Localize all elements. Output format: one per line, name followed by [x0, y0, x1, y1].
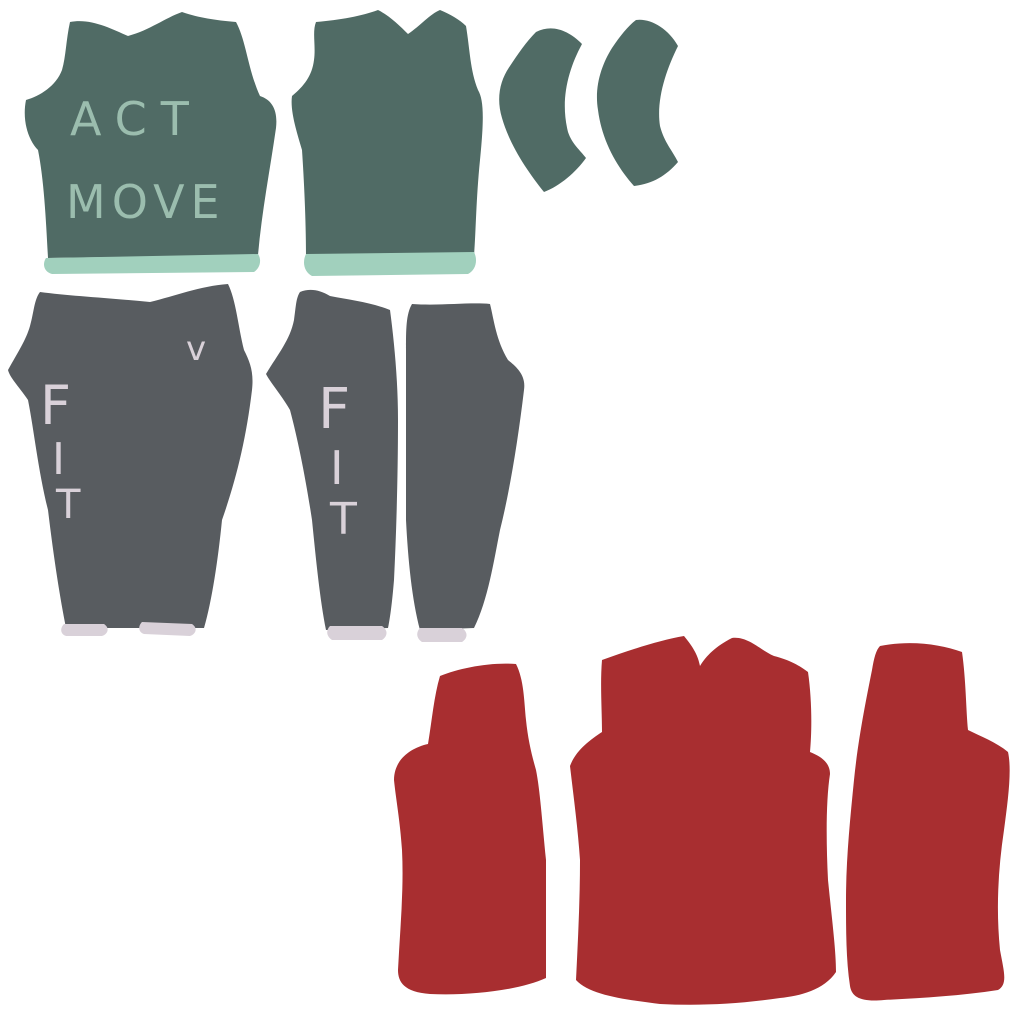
jacket-pieces	[394, 636, 1010, 1005]
pants-middle-text-t: T	[329, 494, 357, 545]
pants-middle-text-i: I	[330, 441, 344, 495]
pants-left-text-t: T	[55, 482, 81, 528]
pants-left-cuff-2	[139, 622, 196, 636]
shirt-front-text-move: MOVE	[66, 175, 226, 229]
shirt-front-text-act: ACT	[70, 92, 203, 146]
shirt-sleeve-left	[499, 28, 586, 192]
shirt-back-hem	[304, 252, 476, 276]
pants-middle-cuff	[327, 626, 387, 640]
jacket-left-panel	[394, 663, 546, 995]
pants-left-panel	[8, 284, 253, 628]
pants-left-text-f: F	[40, 374, 71, 437]
shirt-front-hem	[44, 254, 261, 274]
pants-middle-text-f: F	[318, 377, 350, 442]
pants-middle-panel	[266, 289, 398, 630]
pants-left-text-i: I	[52, 434, 65, 485]
shirt-pieces: ACT MOVE	[24, 10, 678, 276]
pants-pieces: v F I T F I T	[8, 284, 525, 642]
pants-left-mark: v	[186, 329, 206, 369]
jacket-right-panel	[846, 643, 1010, 1001]
shirt-sleeve-right	[596, 19, 678, 186]
pants-right-panel	[406, 303, 525, 630]
jacket-back-panel	[570, 636, 836, 1005]
shirt-back-panel	[291, 10, 483, 256]
pants-left-cuff-1	[61, 624, 108, 636]
pants-right-cuff	[417, 628, 467, 642]
shirt-front-panel	[24, 12, 277, 258]
